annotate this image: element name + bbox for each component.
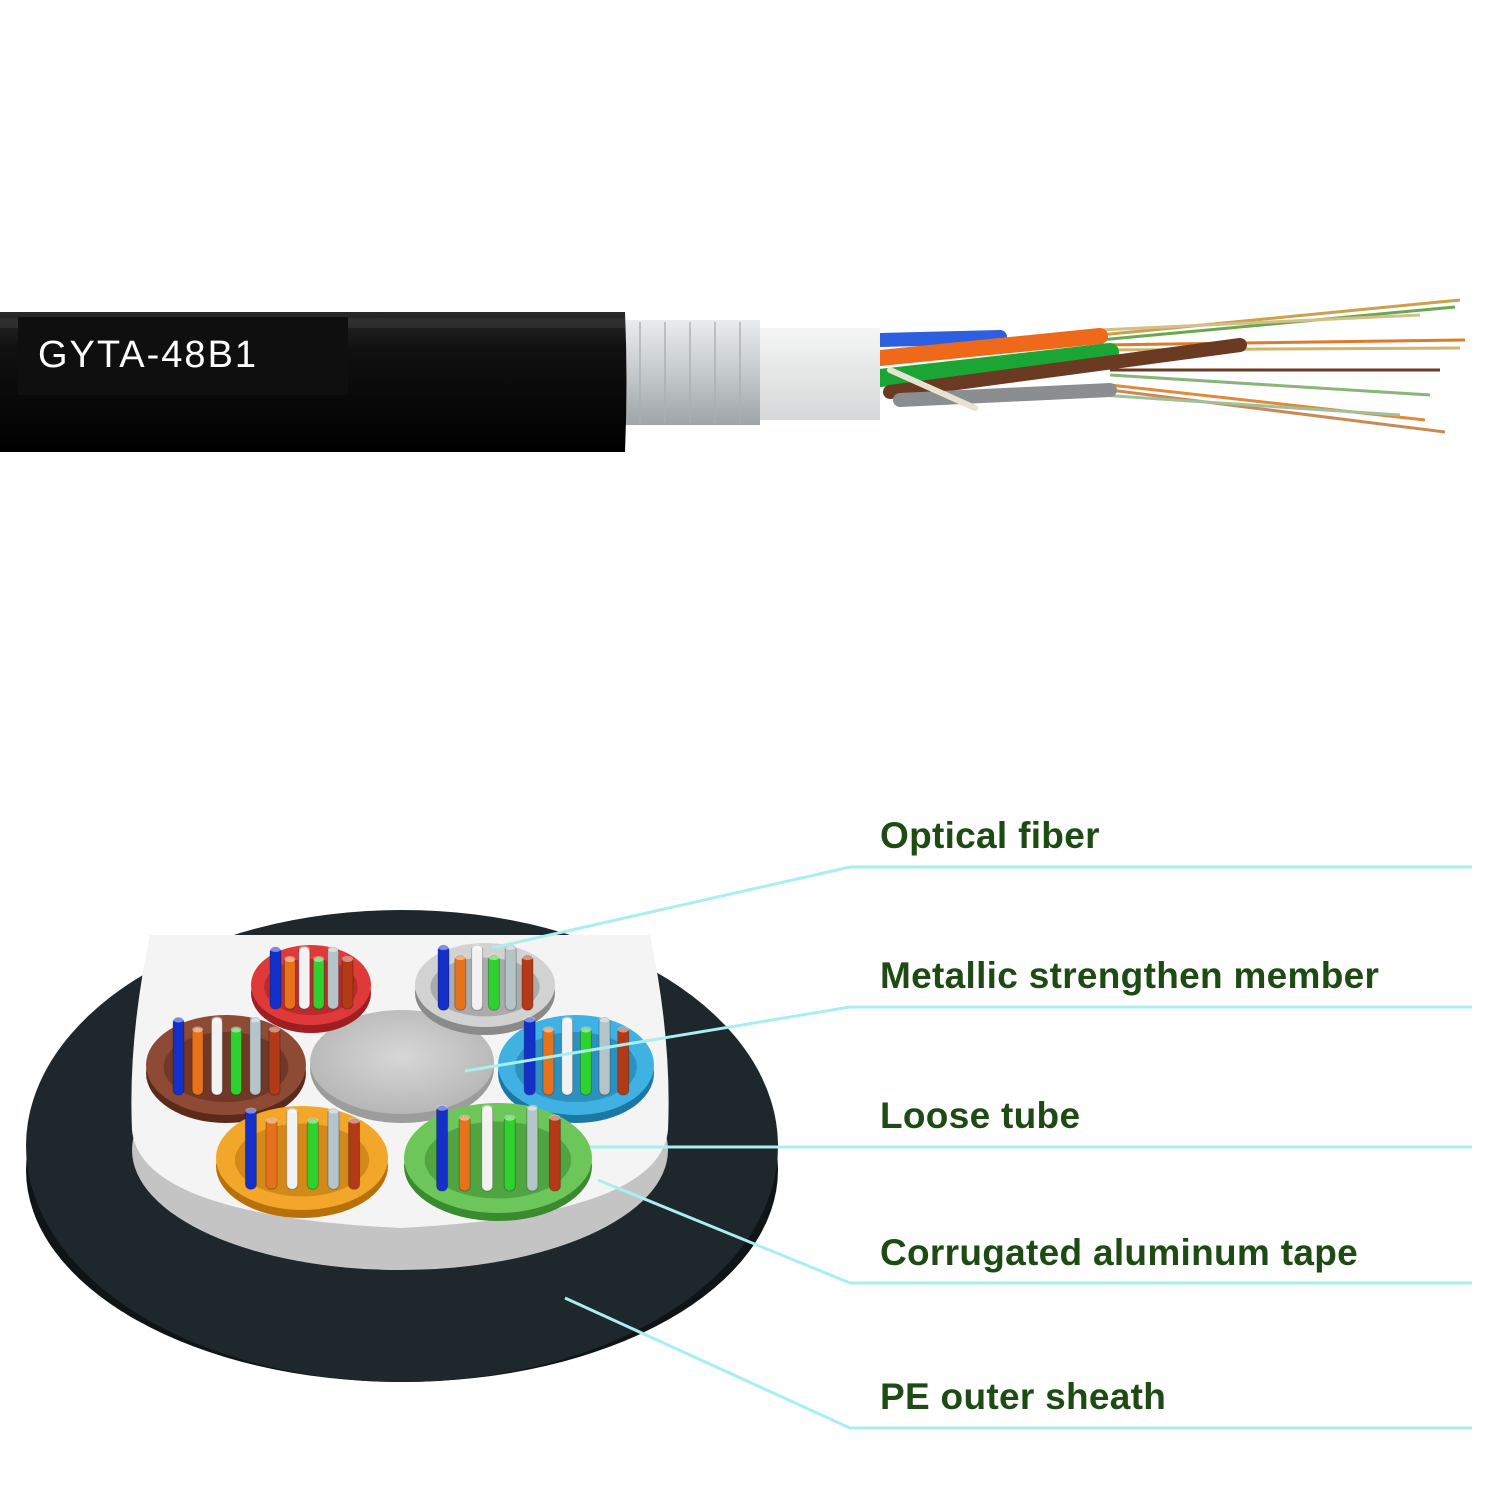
- loose-tube-gray: [415, 943, 555, 1035]
- cross-section: [26, 910, 778, 1382]
- fiber-rod: [481, 1105, 494, 1192]
- fiber-rod: [504, 944, 517, 1011]
- fiber-rod: [561, 1017, 574, 1096]
- fiber-rod: [579, 1027, 592, 1096]
- fiber-rod: [210, 1017, 223, 1096]
- fiber-rod: [286, 1108, 299, 1190]
- fiber-rod: [458, 1115, 471, 1192]
- loose-tube-red: [251, 945, 371, 1033]
- fiber-rod: [523, 1017, 536, 1096]
- fiber-rod: [312, 956, 325, 1010]
- fiber-rod: [244, 1108, 257, 1190]
- fiber-rod: [542, 1027, 555, 1096]
- fiber-rod: [503, 1115, 516, 1192]
- leader-metallic-strengthen-member: [464, 1005, 1472, 1073]
- fiber-rod: [249, 1017, 262, 1096]
- fiber-rod: [306, 1118, 319, 1190]
- fiber-rod: [454, 954, 467, 1011]
- fiber-rod: [598, 1017, 611, 1096]
- fiber-rod: [526, 1105, 539, 1192]
- fiber-rod: [283, 956, 296, 1010]
- fiber-rod: [327, 1108, 340, 1190]
- label-metallic-strengthen-member: Metallic strengthen member: [880, 955, 1380, 996]
- center-strength-member: [310, 1010, 494, 1114]
- label-loose-tube: Loose tube: [880, 1095, 1081, 1136]
- loose-tube-orange: [216, 1106, 388, 1218]
- loose-tubes-group: [146, 943, 654, 1221]
- fiber-rod: [298, 946, 311, 1010]
- fiber-rod: [268, 1027, 281, 1096]
- fiber-rod: [327, 946, 340, 1010]
- leader-corrugated-aluminum-tape: [597, 1178, 1472, 1285]
- loose-tube-brown: [146, 1015, 306, 1123]
- fiber-rod: [172, 1017, 185, 1096]
- core-wrap: [755, 328, 880, 420]
- fan-out-fibers: [1099, 298, 1466, 434]
- leader-lines: [464, 865, 1472, 1430]
- label-pe-outer-sheath: PE outer sheath: [880, 1376, 1167, 1417]
- cable-illustration: GYTA-48B1: [0, 298, 1466, 452]
- label-optical-fiber: Optical fiber: [880, 815, 1100, 856]
- print-label-box: [18, 317, 348, 395]
- fiber-rod: [617, 1027, 630, 1096]
- fiber-rod: [436, 1105, 449, 1192]
- fiber-rod: [548, 1115, 561, 1192]
- exposed-loose-tubes: [871, 328, 1247, 411]
- leader-pe-outer-sheath: [564, 1296, 1472, 1430]
- fiber-rod: [348, 1118, 361, 1190]
- leader-optical-fiber: [491, 865, 1472, 950]
- loose-tube-blue: [498, 1015, 654, 1123]
- fiber-rod: [191, 1027, 204, 1096]
- fiber-rod: [230, 1027, 243, 1096]
- fiber-rod: [269, 946, 282, 1010]
- fiber-rod: [521, 954, 534, 1011]
- loose-tube-green: [404, 1103, 592, 1221]
- cable-print-text: GYTA-48B1: [38, 334, 258, 376]
- fiber-rod: [265, 1118, 278, 1190]
- label-corrugated-aluminum-tape: Corrugated aluminum tape: [880, 1232, 1358, 1273]
- fiber-rod: [487, 954, 500, 1011]
- fiber-rod: [341, 956, 354, 1010]
- fiber-rod: [437, 944, 450, 1011]
- fiber-rod: [471, 944, 484, 1011]
